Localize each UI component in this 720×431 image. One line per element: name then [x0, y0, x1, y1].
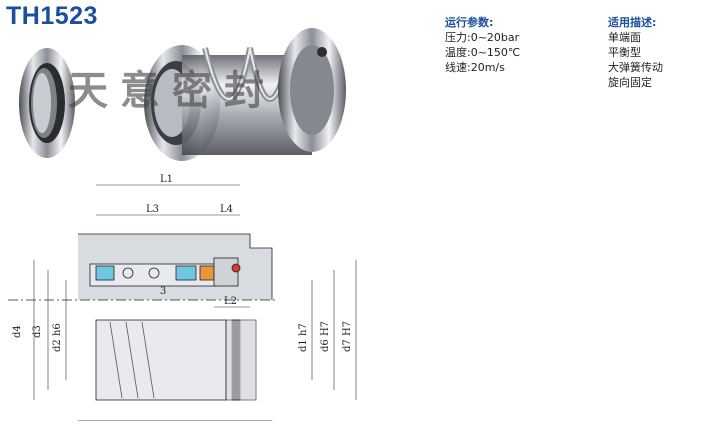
param-speed: 线速:20m/s	[445, 61, 505, 74]
dim-d3: d3	[32, 325, 43, 338]
technical-drawing: L1 L3 L4 L2 3 d4 d3 d2 h6 d1 h7 d6 H7 d7…	[8, 174, 357, 421]
dim-L3: L3	[146, 204, 159, 215]
dim-d2: d2 h6	[52, 323, 63, 352]
product-photo	[19, 28, 346, 161]
stationary-seat-photo	[19, 48, 75, 158]
watermark: 天意密封	[68, 67, 276, 114]
dim-L2: L2	[224, 296, 237, 307]
params-heading: 运行参数:	[445, 16, 494, 29]
dim-d1: d1 h7	[298, 323, 309, 352]
dim-L1: L1	[160, 174, 173, 185]
application-description: 适用描述: 单端面 平衡型 大弹簧传动 旋向固定	[608, 14, 663, 90]
dim-d6: d6 H7	[320, 321, 331, 352]
desc-balanced: 平衡型	[608, 46, 641, 59]
dim-d4: d4	[12, 325, 23, 338]
param-pressure: 压力:0~20bar	[445, 31, 520, 44]
desc-heading: 适用描述:	[608, 16, 657, 29]
rotating-assembly-photo	[144, 28, 346, 161]
dim-gap: 3	[160, 286, 166, 297]
dim-d7: d7 H7	[342, 321, 353, 352]
desc-fixed-rotation: 旋向固定	[608, 76, 652, 89]
desc-big-spring: 大弹簧传动	[608, 61, 663, 74]
dim-L4: L4	[220, 204, 233, 215]
product-title: TH1523	[6, 2, 98, 30]
param-temperature: 温度:0~150℃	[445, 46, 521, 59]
operating-parameters: 运行参数: 压力:0~20bar 温度:0~150℃ 线速:20m/s	[445, 14, 520, 75]
desc-single-face: 单端面	[608, 31, 641, 44]
